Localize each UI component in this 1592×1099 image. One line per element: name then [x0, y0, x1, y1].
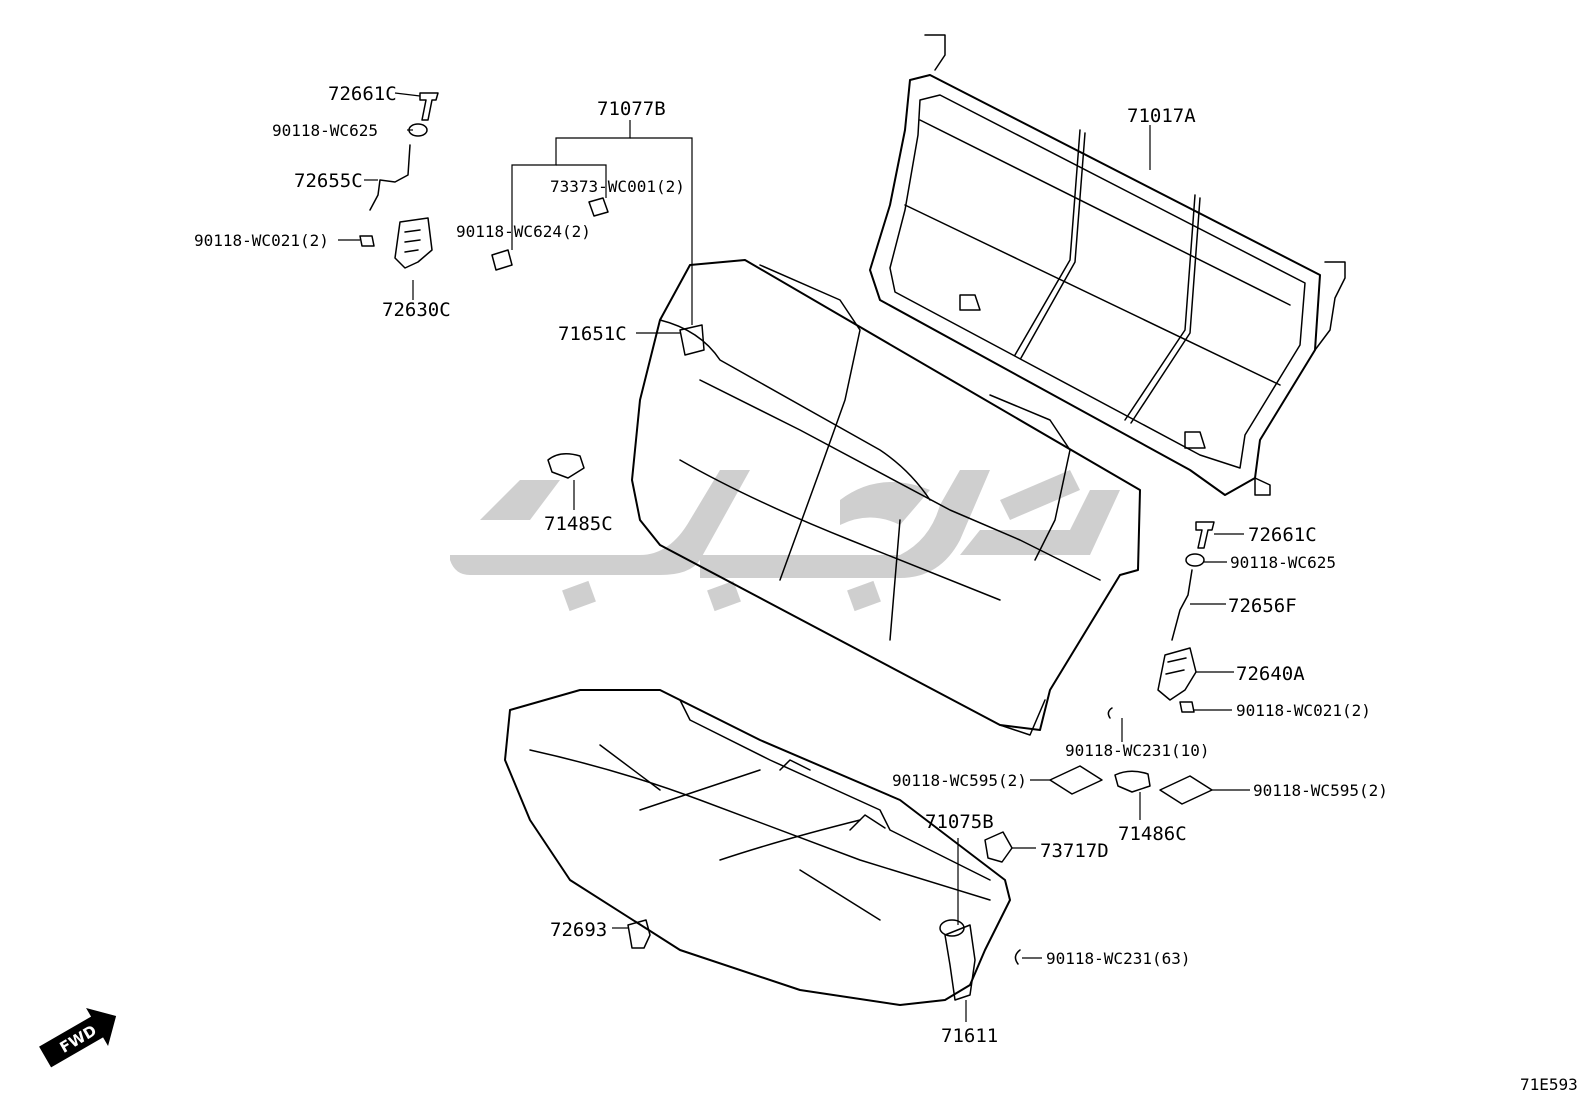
diagram-code: 71E593: [1520, 1075, 1578, 1094]
callout-71611: 71611: [941, 1025, 998, 1047]
callout-90118-WC625-right: 90118-WC625: [1230, 553, 1336, 572]
small-parts: [359, 92, 1215, 1001]
fwd-arrow-icon: FWD: [39, 1007, 117, 1068]
callout-90118-WC625-top: 90118-WC625: [272, 121, 378, 140]
callout-71651C: 71651C: [558, 323, 627, 345]
callout-90118-WC595-left: 90118-WC595(2): [892, 771, 1027, 790]
callout-72661C-top: 72661C: [328, 83, 397, 105]
callout-72630C: 72630C: [382, 299, 451, 321]
callout-90118-WC595-right: 90118-WC595(2): [1253, 781, 1388, 800]
callout-90118-WC624: 90118-WC624(2): [456, 222, 591, 241]
callout-90118-WC231-63: 90118-WC231(63): [1046, 949, 1191, 968]
seat-back-cushion: [631, 259, 1141, 736]
callout-90118-WC231-10: 90118-WC231(10): [1065, 741, 1210, 760]
callout-71485C: 71485C: [544, 513, 613, 535]
callout-73373-WC001: 73373-WC001(2): [550, 177, 685, 196]
callout-90118-WC021-left: 90118-WC021(2): [194, 231, 329, 250]
callout-72693: 72693: [550, 919, 607, 941]
callout-73717D: 73717D: [1040, 840, 1109, 862]
callout-71486C: 71486C: [1118, 823, 1187, 845]
callout-72655C: 72655C: [294, 170, 363, 192]
callout-71017A: 71017A: [1127, 105, 1196, 127]
callout-72640A: 72640A: [1236, 663, 1305, 685]
leader-lines: [338, 92, 1250, 1022]
callout-72656F: 72656F: [1228, 595, 1297, 617]
callout-72661C-right: 72661C: [1248, 524, 1317, 546]
callout-90118-WC021-right: 90118-WC021(2): [1236, 701, 1371, 720]
callout-71075B: 71075B: [925, 811, 994, 833]
seat-back-frame-71017A: [869, 34, 1346, 496]
callout-71077B: 71077B: [597, 98, 666, 120]
watermark-logo: [450, 470, 1120, 612]
seat-cushion: [504, 689, 1011, 1006]
